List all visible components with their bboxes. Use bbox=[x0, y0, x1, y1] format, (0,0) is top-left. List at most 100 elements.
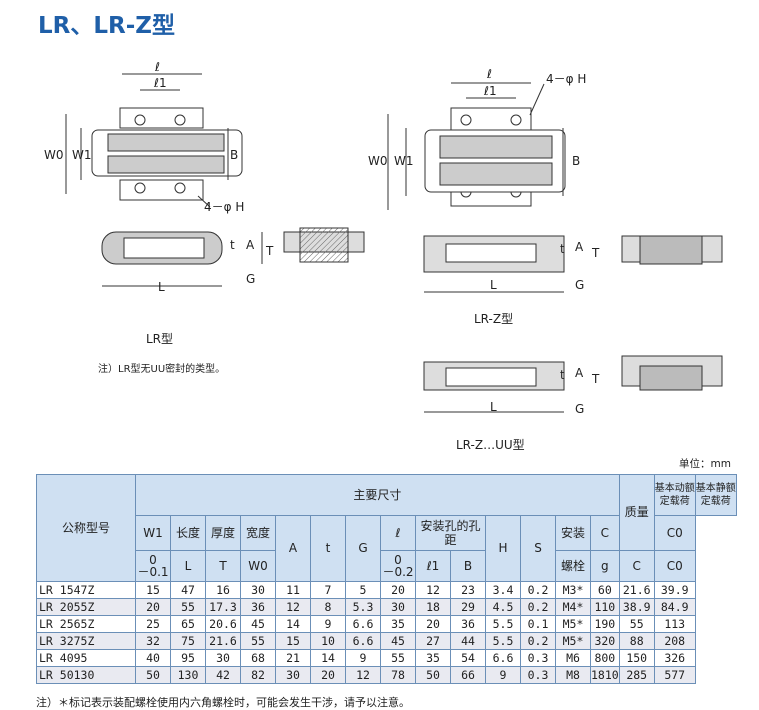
lr-side-view bbox=[101, 227, 365, 287]
value-cell: 0.3 bbox=[520, 649, 556, 667]
model-cell: LR 2055Z bbox=[36, 598, 136, 616]
value-cell: 5.3 bbox=[345, 598, 381, 616]
value-cell: 6.6 bbox=[345, 632, 381, 650]
dim-W1-z: W1 bbox=[394, 154, 414, 168]
technical-drawings bbox=[65, 73, 723, 413]
value-cell: 11 bbox=[275, 581, 311, 599]
header-model: 公称型号 bbox=[36, 474, 136, 582]
header-dyn-load: 基本动额定载荷 bbox=[653, 474, 696, 516]
dim-l: ℓ bbox=[155, 60, 160, 74]
dim-T-uu: T bbox=[592, 372, 600, 386]
value-cell: 21 bbox=[275, 649, 311, 667]
value-cell: 17.3 bbox=[205, 598, 241, 616]
value-cell: 38.9 bbox=[618, 598, 655, 616]
value-cell: 20 bbox=[310, 666, 346, 684]
footnote: 注）＊标记表示装配螺栓使用内六角螺栓时，可能会发生干涉，请予以注意。 bbox=[36, 696, 410, 709]
header-H: H bbox=[485, 515, 521, 582]
value-cell: 30 bbox=[380, 598, 416, 616]
value-cell: 30 bbox=[275, 666, 311, 684]
header-L: L bbox=[170, 550, 206, 582]
value-cell: M5* bbox=[555, 615, 591, 633]
header-hole-pitch: 安装孔的孔距 bbox=[415, 515, 486, 551]
header-row-1: 公称型号 主要尺寸 质量 基本动额定载荷 基本静额定载荷 bbox=[36, 474, 737, 582]
value-cell: 1810 bbox=[590, 666, 620, 684]
header-l: ℓ bbox=[380, 515, 416, 551]
value-cell: 6.6 bbox=[485, 649, 521, 667]
header-W1-tol: 0 －0.1 bbox=[135, 550, 171, 582]
value-cell: 39.9 bbox=[653, 581, 696, 599]
dim-W0: W0 bbox=[44, 148, 64, 162]
header-S: S bbox=[520, 515, 556, 582]
dim-hole-z: 4－φ H bbox=[546, 72, 587, 86]
dim-W1: W1 bbox=[72, 148, 92, 162]
value-cell: 55 bbox=[618, 615, 655, 633]
dim-W0-z: W0 bbox=[368, 154, 388, 168]
dim-G-z: G bbox=[575, 278, 585, 292]
value-cell: 88 bbox=[618, 632, 655, 650]
dim-l-z: ℓ bbox=[487, 67, 492, 81]
value-cell: 78 bbox=[380, 666, 416, 684]
header-row-3: 0 －0.1 L T W0 0 －0.2 ℓ1 B 螺栓 g C C0 bbox=[37, 550, 737, 582]
header-main: 主要尺寸 bbox=[135, 474, 620, 516]
value-cell: 95 bbox=[170, 649, 206, 667]
dim-l1: ℓ1 bbox=[154, 76, 167, 90]
dim-l1-z: ℓ1 bbox=[484, 84, 497, 98]
value-cell: 7 bbox=[310, 581, 346, 599]
value-cell: 44 bbox=[450, 632, 486, 650]
value-cell: 55 bbox=[240, 632, 276, 650]
header-length: 长度 bbox=[170, 515, 206, 551]
value-cell: 5 bbox=[345, 581, 381, 599]
page-title: LR、LR-Z型 bbox=[38, 13, 175, 39]
header-t: t bbox=[310, 515, 346, 582]
header-l1: ℓ1 bbox=[415, 550, 451, 582]
value-cell: M4* bbox=[555, 598, 591, 616]
value-cell: 65 bbox=[170, 615, 206, 633]
dim-t: t bbox=[230, 238, 235, 252]
header-kN-C: C bbox=[618, 550, 655, 582]
header-static-load: 基本静额定载荷 bbox=[694, 474, 737, 516]
value-cell: M6 bbox=[555, 649, 591, 667]
value-cell: 0.2 bbox=[520, 632, 556, 650]
value-cell: 150 bbox=[618, 649, 655, 667]
caption-lrz: LR-Z型 bbox=[474, 312, 514, 326]
header-A: A bbox=[275, 515, 311, 582]
value-cell: 55 bbox=[170, 598, 206, 616]
dim-A-uu: A bbox=[575, 366, 584, 380]
dim-t-z: t bbox=[560, 242, 565, 256]
value-cell: 9 bbox=[310, 615, 346, 633]
value-cell: 21.6 bbox=[618, 581, 655, 599]
value-cell: 84.9 bbox=[653, 598, 696, 616]
value-cell: 6.6 bbox=[345, 615, 381, 633]
value-cell: 18 bbox=[415, 598, 451, 616]
dim-A: A bbox=[246, 238, 255, 252]
dim-G-uu: G bbox=[575, 402, 585, 416]
caption-lrzuu: LR-Z…UU型 bbox=[456, 438, 525, 452]
value-cell: 55 bbox=[380, 649, 416, 667]
lrz-side-view bbox=[423, 235, 723, 293]
value-cell: 15 bbox=[135, 581, 171, 599]
value-cell: 320 bbox=[590, 632, 620, 650]
caption-lr: LR型 bbox=[146, 332, 174, 346]
value-cell: 35 bbox=[380, 615, 416, 633]
value-cell: 0.3 bbox=[520, 666, 556, 684]
value-cell: 47 bbox=[170, 581, 206, 599]
dim-B: B bbox=[230, 148, 239, 162]
dim-G: G bbox=[246, 272, 256, 286]
dim-hole: 4－φ H bbox=[204, 200, 245, 214]
value-cell: 23 bbox=[450, 581, 486, 599]
model-cell: LR 4095 bbox=[36, 649, 136, 667]
value-cell: 25 bbox=[135, 615, 171, 633]
value-cell: 16 bbox=[205, 581, 241, 599]
header-width: 宽度 bbox=[240, 515, 276, 551]
value-cell: 20 bbox=[415, 615, 451, 633]
value-cell: 36 bbox=[240, 598, 276, 616]
value-cell: 66 bbox=[450, 666, 486, 684]
header-C0-top: C0 bbox=[653, 515, 696, 551]
dim-A-z: A bbox=[575, 240, 584, 254]
value-cell: 20.6 bbox=[205, 615, 241, 633]
value-cell: 800 bbox=[590, 649, 620, 667]
